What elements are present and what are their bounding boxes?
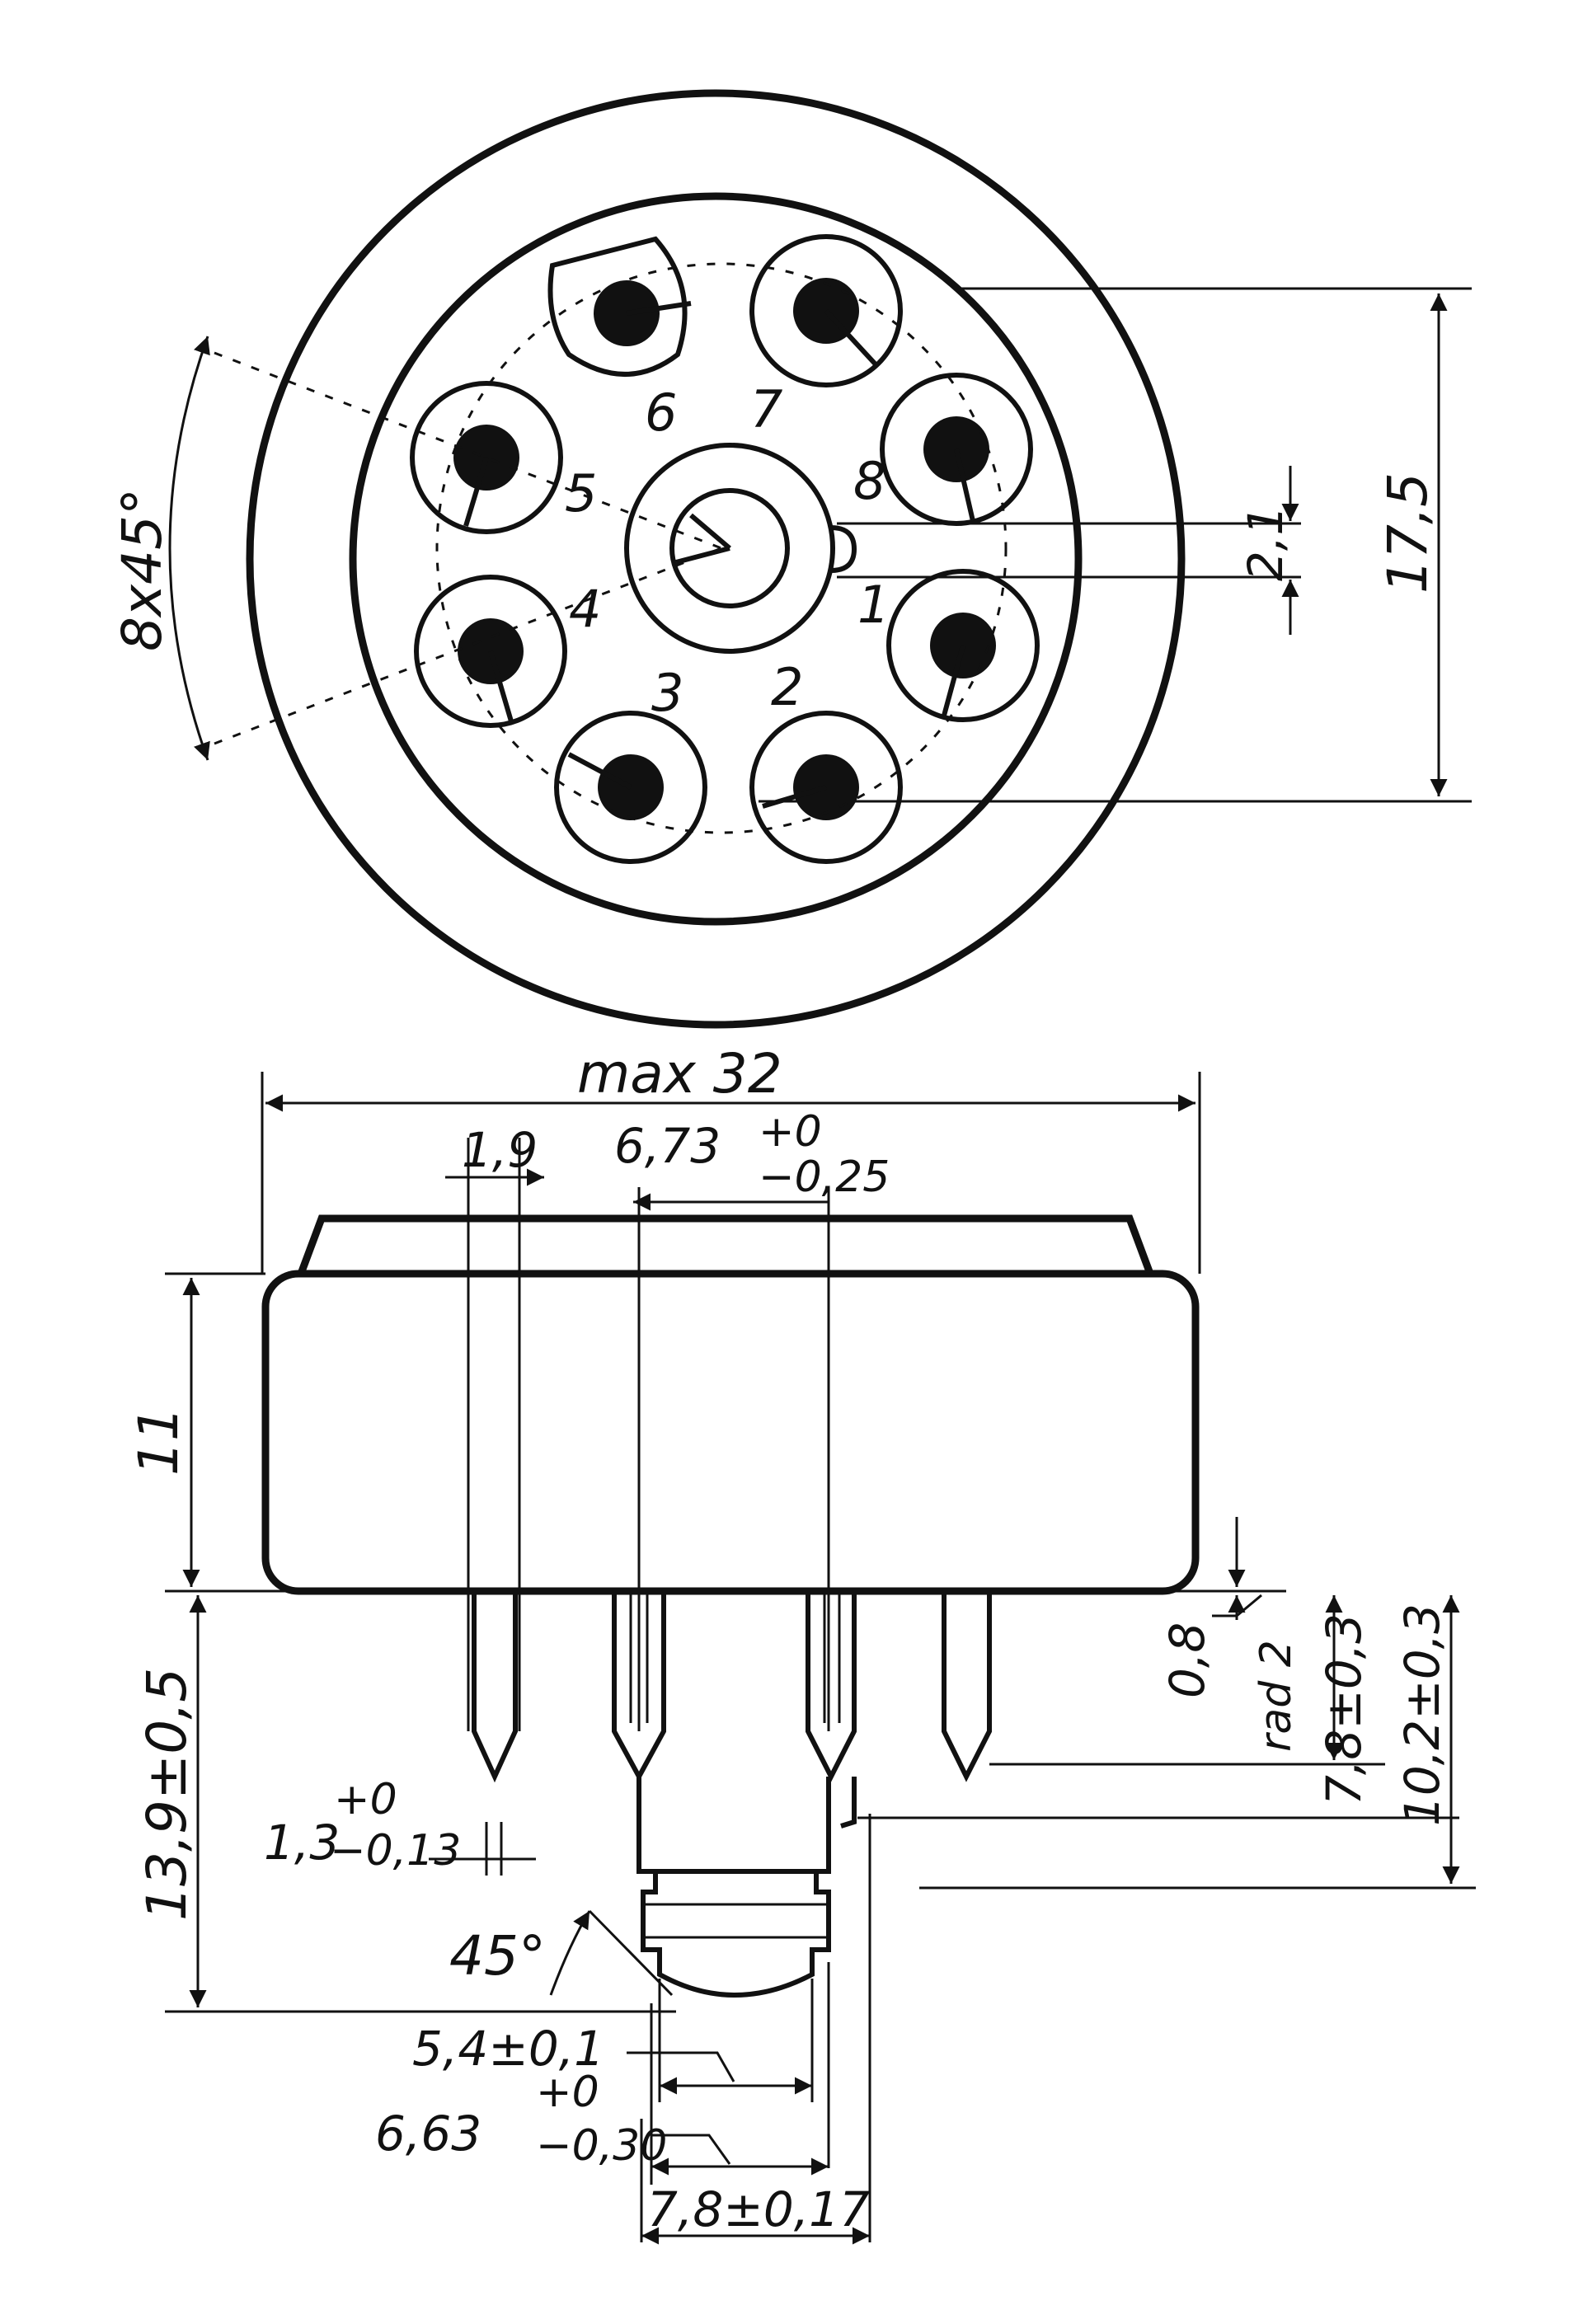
dim-663-tol-upper: +0 [536,2068,599,2117]
dim-13-tol-upper: +0 [334,1775,397,1824]
dim-78h-label: 7,8±0,3 [1316,1613,1372,1805]
pin-3 [554,711,707,864]
pin-label-8: 8 [853,451,885,511]
dim-width-label: max 32 [577,1042,782,1106]
dim-54-label: 5,4±0,1 [412,2021,604,2077]
side-pin-1 [472,1593,518,1783]
dim-13-label: 1,3 [264,1815,340,1871]
pin-label-3: 3 [651,663,683,723]
dim-663-tol-lower: −0,30 [536,2121,667,2171]
dim-21-label: 2,1 [1238,505,1294,581]
pin-label-1: 1 [857,575,890,635]
outer-flange-circle [246,89,1186,1029]
side-view: max 32 1,9 6,73 +0 −0,25 11 13,9±0,5 1,3… [127,1042,1476,2245]
pin-label-5: 5 [565,463,597,523]
pin-5 [410,381,563,534]
dim-673-label: 6,73 [614,1118,721,1174]
pin-6 [547,236,692,377]
pitch-circle [435,262,1008,834]
center-key-inner [669,488,790,608]
radius-label: rad 2 [1252,1640,1301,1752]
pin-1 [886,569,1040,722]
inner-body-circle [349,192,1083,926]
angle-dim-label: 8x45° [110,488,174,651]
pin-label-4: 4 [569,579,601,639]
dim-102-label: 10,2±0,3 [1394,1603,1450,1826]
dim-11-label: 11 [127,1406,190,1476]
socket-top-cap [297,1214,1154,1275]
dim-673-tol-upper: +0 [759,1107,822,1157]
top-view: 1 2 3 4 5 6 7 8 8x45° 17,5 2,1 [110,89,1472,1029]
dim-13-tol-lower: −0,13 [330,1826,461,1876]
dim-08-label: 0,8 [1159,1622,1215,1698]
center-key-shank [636,1772,831,1874]
angle-dim-arc [168,336,210,761]
pin-8 [880,373,1033,526]
chamfer-angle-label: 45° [449,1924,546,1988]
dim-19-label: 1,9 [462,1122,538,1178]
pin-label-2: 2 [771,657,803,717]
center-key-notch [830,525,857,573]
pin-label-6: 6 [645,383,677,443]
dim-673-tol-lower: −0,25 [759,1153,890,1202]
dim-175-label: 17,5 [1376,472,1440,594]
socket-body [261,1270,1200,1595]
center-key-outer [624,443,835,654]
center-key-pointer-1 [675,546,730,565]
dim-139-label: 13,9±0,5 [135,1668,199,1921]
center-key-pointer-2 [689,513,731,551]
pin-2 [749,711,903,864]
pin-4 [414,575,567,728]
dim-663-label: 6,63 [375,2106,481,2162]
side-pin-4 [942,1593,992,1782]
pin-7 [749,234,903,387]
side-pin-3 [806,1593,857,1782]
dim-78-label: 7,8±0,17 [647,2181,870,2237]
pin-label-7: 7 [750,379,782,439]
center-key-groove [641,1871,831,1998]
